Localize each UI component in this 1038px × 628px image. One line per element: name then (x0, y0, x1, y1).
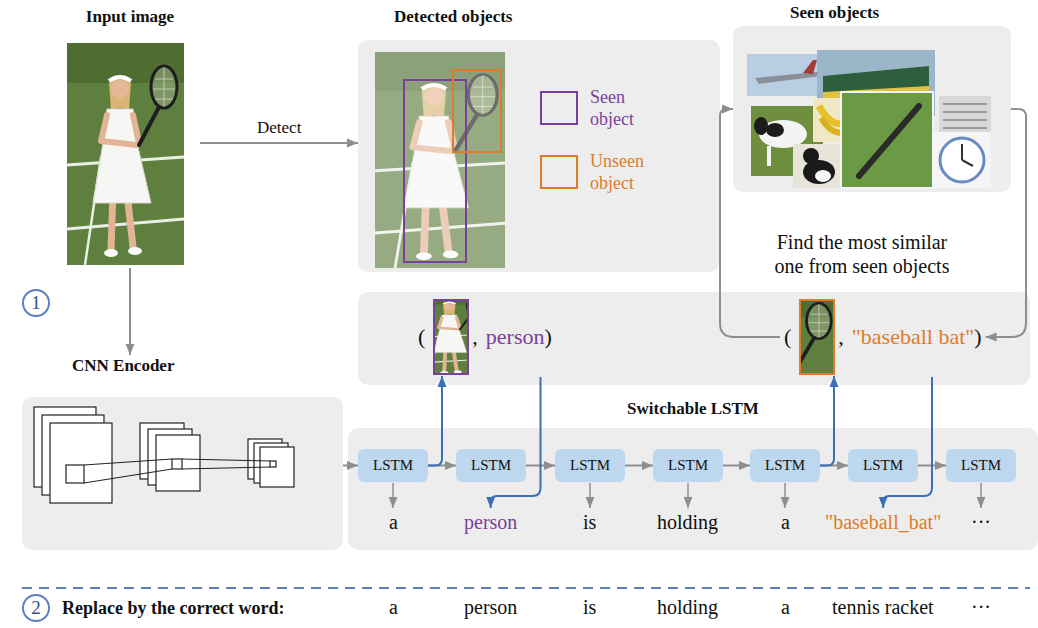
output-word: "baseball_bat" (825, 510, 941, 534)
panel-frame (22, 397, 343, 550)
output-word: a (781, 510, 790, 534)
seen-collage (733, 26, 1003, 192)
lstm-cell: LSTM (946, 449, 1016, 482)
detected-photo (358, 40, 712, 272)
output-arrow (589, 483, 591, 508)
lstm-cell: LSTM (750, 449, 820, 482)
detection-panel: Detected objectsSeen objectUnseen object (358, 6, 720, 272)
output-arrow (784, 483, 786, 508)
panel-frame (358, 40, 720, 272)
encoder-panel: CNN Encoder (22, 355, 343, 550)
cell-label: LSTM (668, 457, 708, 474)
pair-punctuation: ) (544, 324, 551, 350)
panel-heading: Switchable LSTM (348, 398, 1038, 420)
racket-crop (799, 299, 835, 375)
connector-arrow (129, 268, 131, 355)
legend-swatch (540, 155, 578, 189)
panel-heading: CNN Encoder (22, 355, 343, 377)
output-arrow (980, 483, 982, 508)
cell-label: LSTM (570, 457, 610, 474)
pair-punctuation: , (472, 324, 478, 350)
lstm-cell: LSTM (456, 449, 526, 482)
pair-punctuation: ) (974, 324, 981, 350)
connector-arrow (625, 465, 653, 467)
corrected-word: holding (657, 595, 718, 619)
corrected-word: tennis racket (832, 595, 934, 619)
object-label: person (486, 324, 545, 350)
cell-label: LSTM (471, 457, 511, 474)
person-crop (433, 299, 469, 375)
seen-box (404, 80, 466, 262)
output-word: ··· (971, 510, 991, 534)
step-number: 2 (31, 598, 41, 618)
corrected-word: a (389, 595, 398, 619)
output-word: is (583, 510, 596, 534)
cell-label: LSTM (863, 457, 903, 474)
pair-punctuation: , (838, 324, 844, 350)
cell-label: LSTM (373, 457, 413, 474)
lstm-cell: LSTM (848, 449, 918, 482)
object-pair: ( , "baseball bat") (780, 298, 986, 376)
lstm-cell: LSTM (358, 449, 428, 482)
note-text: Find the most similar one from seen obje… (766, 230, 958, 278)
connector-arrow (343, 465, 358, 467)
output-word: a (389, 510, 398, 534)
output-word: holding (657, 510, 718, 534)
legend-swatch (540, 91, 578, 125)
legend-item: Unseen object (540, 150, 662, 194)
cell-label: LSTM (961, 457, 1001, 474)
input-photo (67, 43, 184, 265)
panel-heading: Seen objects (733, 2, 1011, 24)
corrected-word: is (583, 595, 596, 619)
panel-heading: Detected objects (358, 6, 720, 28)
pair-punctuation: ( (784, 324, 791, 350)
pair-punctuation: ( (418, 324, 425, 350)
lstm-cell: LSTM (653, 449, 723, 482)
connector-arrow (200, 142, 358, 144)
output-arrow (687, 483, 689, 508)
cell-label: LSTM (765, 457, 805, 474)
seen-panel: Seen objects (733, 2, 1011, 192)
cnn-drawing (22, 397, 335, 550)
step-number: 1 (31, 293, 41, 313)
unseen-box (453, 70, 501, 152)
object-pair: ( , person) (414, 298, 556, 376)
image-panel: Input image (60, 6, 200, 268)
output-word: person (464, 510, 517, 534)
dashed-divider (22, 587, 1030, 589)
corrected-word: ··· (971, 595, 991, 619)
legend-text: Unseen object (590, 150, 662, 194)
panel-frame (733, 26, 1011, 192)
corrected-word: a (781, 595, 790, 619)
connector-arrow (723, 465, 750, 467)
object-label: "baseball bat" (852, 324, 974, 350)
replace-heading: Replace by the correct word: (62, 596, 285, 620)
step-circle: 2 (22, 594, 50, 622)
corrected-word: person (464, 595, 517, 619)
legend-text: Seen object (590, 86, 662, 130)
step-circle: 1 (22, 289, 50, 317)
lstm-cell: LSTM (555, 449, 625, 482)
legend-item: Seen object (540, 86, 662, 130)
edge-label: Detect (257, 118, 301, 138)
panel-heading: Input image (60, 6, 200, 28)
output-arrow (392, 483, 394, 508)
